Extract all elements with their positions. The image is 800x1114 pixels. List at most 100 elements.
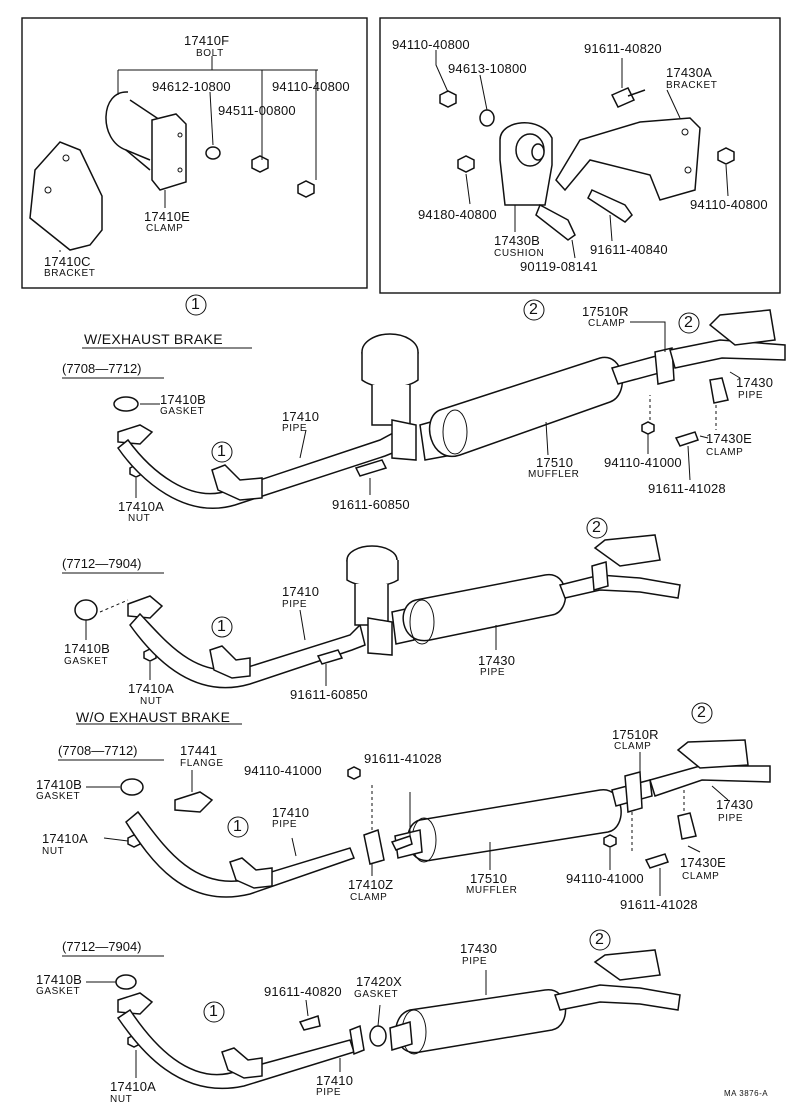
sec4-pipe-number: 17410 <box>316 1073 354 1088</box>
sec4-tailpipe <box>554 984 681 1011</box>
sec4-muffler-label: PIPE <box>462 956 488 967</box>
sec1-clamp-number: 17510R <box>582 304 629 319</box>
sec1-pipe-label: PIPE <box>282 423 308 434</box>
box2-cushion-number: 17430B <box>494 233 541 248</box>
sec1-bolt <box>354 459 388 477</box>
detail-box-1-frame <box>21 17 368 289</box>
sec4-bolt <box>298 1015 321 1031</box>
box2-nut-2 <box>457 155 475 173</box>
detail-box-2-frame <box>379 17 781 294</box>
sec1-bolt2 <box>674 431 699 447</box>
box1-nut-2 <box>297 180 315 198</box>
sec4-flange <box>117 992 154 1015</box>
box2-part-91611-40840: 91611-40840 <box>590 242 668 257</box>
box2-part-94613: 94613-10800 <box>448 61 527 76</box>
sec2-muffler <box>402 574 567 642</box>
sec3-tail-bracket <box>676 739 749 769</box>
sec3-gasket <box>120 778 144 796</box>
sec1-range: (7708—7712) <box>62 361 142 376</box>
ref-1-label-sec4: 1 <box>209 1003 218 1020</box>
sec1-exhaust-brake <box>361 333 419 461</box>
ref-2-label-sec2: 2 <box>592 519 601 536</box>
ref-2-label-sec1: 2 <box>684 314 693 331</box>
sec3-muffler-number: 17510 <box>470 871 508 886</box>
sec1-bolt2: 91611-41028 <box>648 481 726 496</box>
sec3-tailpipe <box>649 765 771 797</box>
box1-bolt-label: BOLT <box>196 48 224 59</box>
sec3-bolt3: 91611-41028 <box>620 897 698 912</box>
sec2-gasket <box>74 599 98 621</box>
box2-part-94180: 94180-40800 <box>418 207 497 222</box>
box1-nut-1 <box>251 155 269 173</box>
sec4-clamp <box>349 1024 365 1056</box>
sec4-gasketX <box>369 1025 387 1047</box>
sec3-range: (7708—7712) <box>58 743 138 758</box>
sec2-bolt <box>316 649 344 665</box>
box2-part-90119: 90119-08141 <box>520 259 598 274</box>
box1-bracket-label: BRACKET <box>44 268 96 279</box>
sec4-range: (7712—7904) <box>62 939 142 954</box>
sec1-nut-label: NUT <box>128 513 151 524</box>
box2-nut-1 <box>439 90 457 108</box>
box2-cushion-drawing <box>499 122 553 206</box>
sec1-tailpipe-label: PIPE <box>738 390 764 401</box>
box2-bracket-label: BRACKET <box>666 80 718 91</box>
sec4-gasket-number: 17410B <box>36 972 83 987</box>
sec1-clampE <box>709 377 729 404</box>
box2-cushion-label: CUSHION <box>494 248 545 259</box>
sec3-tailpipe-label: PIPE <box>718 813 744 824</box>
sec4-muffler-number: 17430 <box>460 941 498 956</box>
sec1-flange <box>117 424 154 445</box>
sec3-nut2: 94110-41000 <box>244 763 322 778</box>
sec2-exhaust-brake <box>346 545 399 656</box>
sec1-pipe-number: 17410 <box>282 409 320 424</box>
sec3-clampZ-label: CLAMP <box>350 892 388 903</box>
sec3-clamp <box>624 771 643 813</box>
sec1-pipe-bracket <box>211 464 263 501</box>
sec2-pipe-number: 17410 <box>282 584 320 599</box>
sec3-gasket-number: 17410B <box>36 777 83 792</box>
sec1-bolt: 91611-60850 <box>332 497 410 512</box>
sec1-nut-number: 17410A <box>118 499 165 514</box>
box1-clamp-drawing <box>151 113 187 191</box>
box1-washer-1 <box>205 146 221 160</box>
sec3-flange <box>174 791 214 813</box>
sec3-flange-label: FLANGE <box>180 758 224 769</box>
sec1-gasket-number: 17410B <box>160 392 207 407</box>
sec3-nut-label: NUT <box>42 846 65 857</box>
sec1-muffler <box>428 356 624 458</box>
sec2-tailpipe-number: 17430 <box>478 653 516 668</box>
sec1-tailpipe-number: 17430 <box>736 375 774 390</box>
sec4-gasketX-number: 17420X <box>356 974 403 989</box>
sec3-pipe-label: PIPE <box>272 819 298 830</box>
sec2-gasket-number: 17410B <box>64 641 111 656</box>
sec1-nut2 <box>641 421 655 435</box>
sec2-flange <box>127 595 164 619</box>
sec3-bolt2 <box>390 835 413 851</box>
sec3-nut3: 94110-41000 <box>566 871 644 886</box>
sec3-clampZ <box>363 829 385 865</box>
sec3-gasket-label: GASKET <box>36 791 81 802</box>
sec3-clamp-label: CLAMP <box>614 741 652 752</box>
sec3-pipe-bracket <box>229 857 273 889</box>
sec1-clamp-label: CLAMP <box>588 318 626 329</box>
box1-clamp-number: 17410E <box>144 209 191 224</box>
sec3-clamp-number: 17510R <box>612 727 659 742</box>
sec2-clamp <box>591 561 609 591</box>
sec1-nut2: 94110-41000 <box>604 455 682 470</box>
box1-bracket-number: 17410C <box>44 254 91 269</box>
sec4-inlet <box>389 1021 413 1051</box>
sec3-nut-number: 17410A <box>42 831 89 846</box>
sec4-gasket <box>115 974 137 990</box>
sec2-nut-label: NUT <box>140 696 163 707</box>
sec3-clampE-label: CLAMP <box>682 871 720 882</box>
sec1-muffler-number: 17510 <box>536 455 574 470</box>
sec4-muffler <box>395 989 567 1054</box>
sec1-muffler-label: MUFFLER <box>528 469 580 480</box>
sec2-pipe-bracket <box>209 645 251 679</box>
sec3-tailpipe-number: 17430 <box>716 797 754 812</box>
ref-1-label-box1: 1 <box>191 296 200 313</box>
box2-part-94110-b: 94110-40800 <box>690 197 768 212</box>
